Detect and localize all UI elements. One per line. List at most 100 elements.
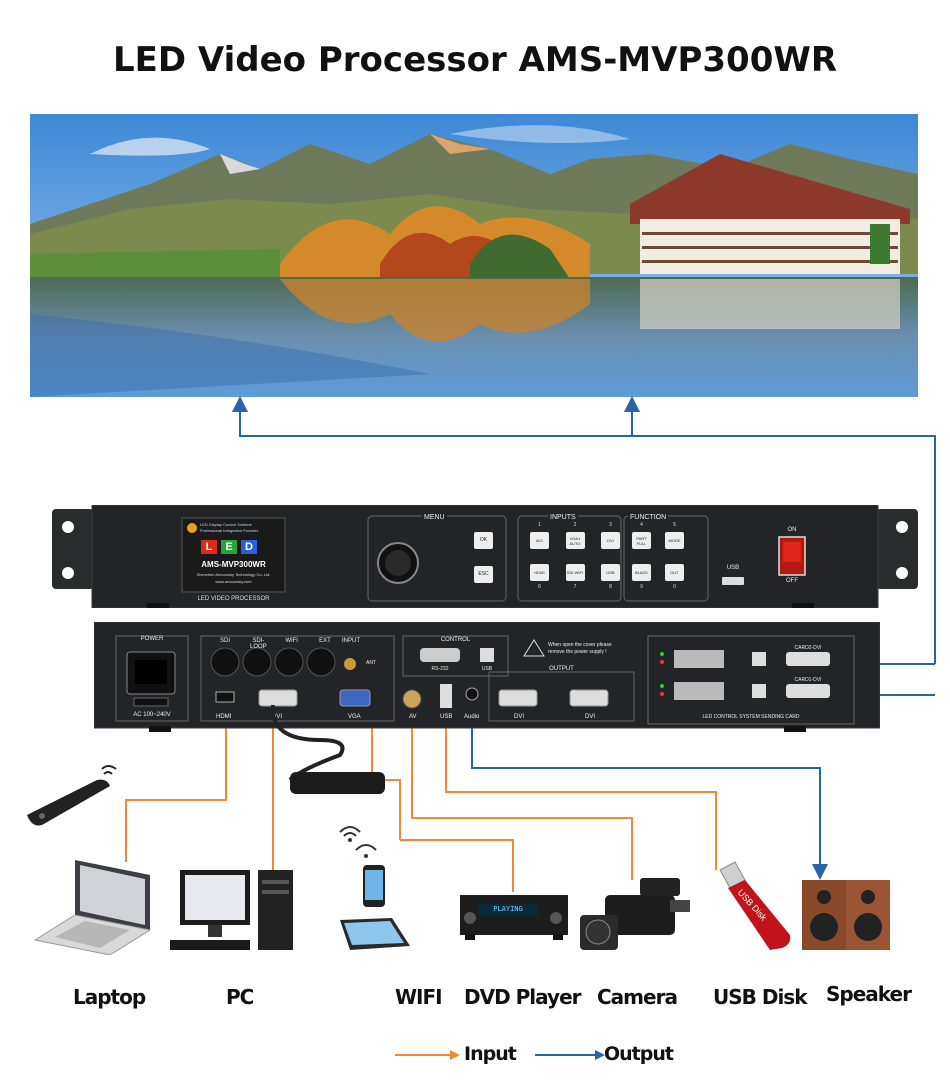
output-section-label: OUTPUT bbox=[549, 666, 574, 672]
usb-front-port[interactable] bbox=[722, 577, 744, 585]
legend-output-label: Output bbox=[604, 1043, 674, 1065]
brand-line-1: LED Display Control Scheme bbox=[200, 522, 252, 527]
led-screen-panorama bbox=[30, 114, 918, 397]
rear-top-port-labels: SDI SDI-LOOP WIFI EXT bbox=[211, 638, 339, 650]
dvi-output-2-label: DVI bbox=[585, 714, 596, 720]
usb-control-label: USB bbox=[481, 666, 493, 672]
usb-rear-label: USB bbox=[440, 714, 453, 720]
function-top-buttons: PART FULL MODE bbox=[632, 532, 684, 549]
logo-letter-d: D bbox=[241, 540, 257, 554]
hdmi-port-label: HDMI bbox=[216, 714, 232, 720]
device-label-laptop: Laptop bbox=[73, 985, 146, 1009]
power-switch[interactable] bbox=[779, 537, 805, 575]
dvd-display-text: PLAYING bbox=[493, 905, 523, 913]
power-off-label: OFF bbox=[786, 578, 798, 584]
av1-button[interactable]: AV1 bbox=[530, 532, 549, 549]
input-number: 2 bbox=[573, 522, 577, 528]
power-on-label: ON bbox=[787, 527, 797, 533]
front-website: www.amoonsky.com bbox=[215, 579, 252, 584]
card2-label: CARD2-DVI bbox=[794, 645, 822, 651]
function-number: 0 bbox=[673, 584, 676, 590]
front-panel-label: LED VIDEO PROCESSOR bbox=[197, 596, 270, 602]
audio-label: Audio bbox=[464, 714, 480, 720]
input-number: 6 bbox=[538, 584, 541, 590]
warning-text-1: When open the cover please bbox=[548, 642, 612, 648]
ext-label: EXT bbox=[319, 638, 331, 644]
black-button[interactable]: BLACK bbox=[632, 564, 651, 581]
input-number: 3 bbox=[609, 522, 612, 528]
sdi-loop-label: SDI-LOOP bbox=[249, 638, 267, 650]
sdi-label: SDI bbox=[219, 638, 230, 644]
card-section-label: LED CONTROL SYSTEM SENDING CARD bbox=[702, 714, 800, 720]
front-model: AMS-MVP300WR bbox=[201, 560, 266, 569]
control-label: CONTROL bbox=[440, 637, 471, 643]
rs232-label: RS-232 bbox=[431, 666, 449, 672]
legend-input-label: Input bbox=[464, 1043, 517, 1065]
mode-button[interactable]: MODE bbox=[665, 532, 684, 549]
brand-logo-icon bbox=[187, 523, 197, 533]
hdmi-button[interactable]: HDMI bbox=[530, 564, 549, 581]
card1-label: CARD1-DVI bbox=[794, 677, 822, 683]
logo-letter-l: L bbox=[201, 540, 217, 554]
dvi-button[interactable]: DVI bbox=[601, 532, 620, 549]
menu-knob[interactable] bbox=[382, 547, 414, 579]
ac-voltage-label: AC 100~240V bbox=[133, 712, 171, 718]
inputs-top-numbers: 1 2 3 bbox=[530, 522, 620, 528]
dvi-cable-wifi-dongle bbox=[270, 704, 385, 794]
menu-label: MENU bbox=[422, 514, 447, 521]
function-bottom-buttons: BLACK OUT bbox=[632, 564, 684, 581]
remote-control-icon bbox=[27, 765, 117, 826]
brand-line-2: Professional Integration Provider bbox=[200, 528, 259, 533]
device-label-pc: PC bbox=[226, 985, 254, 1009]
rear-bottom-port-labels: HDMI DVI VGA AV USB Audio DVI DVI bbox=[94, 714, 654, 724]
out-button[interactable]: OUT bbox=[665, 564, 684, 581]
vga1-auto-button[interactable]: VGA1 AUTO bbox=[565, 532, 585, 549]
device-label-camera: Camera bbox=[597, 985, 678, 1009]
device-label-usb-disk: USB Disk bbox=[713, 985, 808, 1009]
inputs-label: INPUTS bbox=[548, 514, 578, 521]
ok-button[interactable]: OK bbox=[474, 532, 493, 549]
power-label: POWER bbox=[140, 636, 164, 642]
wifi-port-label: WIFI bbox=[285, 638, 298, 644]
logo-letter-e: E bbox=[221, 540, 237, 554]
input-number: 1 bbox=[538, 522, 541, 528]
input-section-label: INPUT bbox=[342, 638, 360, 644]
av-label: AV bbox=[409, 714, 417, 720]
speaker-icon bbox=[802, 880, 890, 950]
inputs-top-buttons: AV1 VGA1 AUTO DVI bbox=[530, 532, 620, 549]
legend-input-arrow bbox=[395, 1050, 460, 1060]
esc-button[interactable]: ESC bbox=[474, 566, 493, 583]
laptop-icon bbox=[33, 860, 152, 955]
front-display: LED Display Control Scheme Professional … bbox=[184, 520, 283, 590]
dvi-output-1-label: DVI bbox=[514, 714, 525, 720]
ac-power-inlet[interactable] bbox=[127, 652, 175, 694]
function-number: 5 bbox=[673, 522, 676, 528]
front-company: Shenzhen Amoonsky Technology Co.,Ltd. bbox=[196, 572, 271, 577]
led-logo: L E D bbox=[201, 540, 257, 554]
input-number: 8 bbox=[609, 584, 612, 590]
input-number: 7 bbox=[573, 584, 577, 590]
vga-label: VGA bbox=[348, 714, 361, 720]
inputs-bottom-buttons: HDMI SDI WIFI USB bbox=[530, 564, 620, 581]
processor-front-panel: LED Display Control Scheme Professional … bbox=[52, 504, 918, 611]
legend-output-arrow bbox=[535, 1050, 605, 1060]
function-top-numbers: 4 5 bbox=[632, 522, 684, 528]
warning-text-2: remove the power supply ! bbox=[548, 649, 607, 655]
inputs-bottom-numbers: 6 7 8 bbox=[530, 584, 620, 590]
processor-rear-panel: POWER AC 100~240V SDI SDI-LOOP WIFI EXT … bbox=[93, 621, 881, 736]
camera-icon bbox=[580, 878, 690, 950]
ant-label: ANT bbox=[366, 660, 376, 666]
device-label-wifi: WIFI bbox=[395, 985, 443, 1009]
part-full-button[interactable]: PART FULL bbox=[632, 532, 651, 549]
wifi-devices-icon bbox=[339, 826, 410, 950]
dvi-input-label: DVI bbox=[272, 714, 283, 720]
sdi-wifi-button[interactable]: SDI WIFI bbox=[565, 564, 585, 581]
page-title: LED Video Processor AMS-MVP300WR bbox=[112, 40, 838, 80]
usb-input-button[interactable]: USB bbox=[601, 564, 620, 581]
usb-disk-icon bbox=[719, 861, 791, 950]
pc-icon bbox=[170, 870, 293, 950]
usb-front-label: USB bbox=[726, 565, 740, 571]
dvd-player-icon bbox=[460, 895, 568, 940]
device-label-dvd-player: DVD Player bbox=[464, 985, 582, 1009]
function-label: FUNCTION bbox=[628, 514, 669, 521]
